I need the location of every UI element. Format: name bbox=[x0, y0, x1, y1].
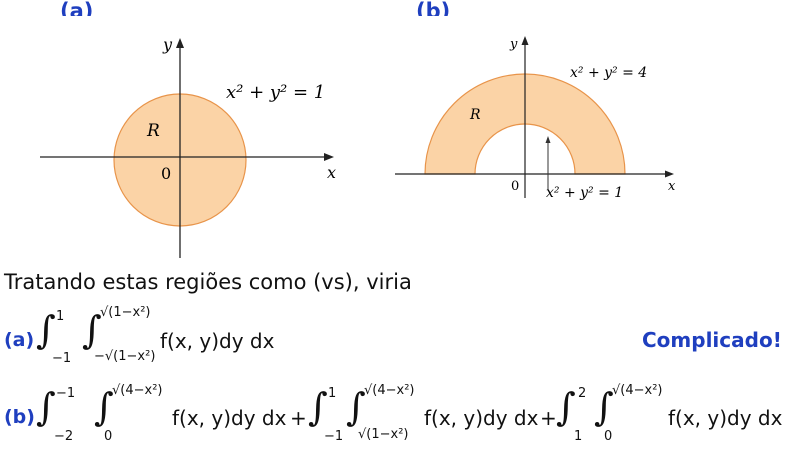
integrand: f(x, y)dy dx bbox=[424, 406, 539, 430]
inner-lower-limit: 0 bbox=[104, 429, 113, 444]
complicated-comment: Complicado! bbox=[642, 328, 782, 352]
outer-lower-limit: −1 bbox=[52, 351, 72, 366]
outer-upper-limit: 1 bbox=[56, 309, 65, 324]
inner-circle-equation: x² + y² = 1 bbox=[546, 185, 623, 201]
plus-sign: + bbox=[540, 406, 557, 430]
integral-sign: ∫ bbox=[346, 385, 366, 429]
origin-label: 0 bbox=[511, 179, 519, 194]
integral-sign: ∫ bbox=[82, 308, 102, 352]
circle-equation: x² + y² = 1 bbox=[226, 82, 325, 103]
panel-a-label: (a) bbox=[60, 0, 94, 16]
formula-a: (a) ∫ 1 −1 ∫ √(1−x²) −√(1−x²) f(x, y)dy … bbox=[0, 300, 805, 370]
panel-b-label: (b) bbox=[416, 0, 451, 16]
x-axis-label: x bbox=[668, 179, 676, 194]
inner-upper-limit: √(4−x²) bbox=[112, 383, 163, 398]
outer-lower-limit: −1 bbox=[324, 429, 344, 444]
outer-upper-limit: −1 bbox=[56, 386, 76, 401]
inner-upper-limit: √(1−x²) bbox=[100, 305, 151, 320]
y-axis-label: y bbox=[162, 35, 173, 54]
origin-label: 0 bbox=[161, 164, 171, 183]
x-axis-arrow bbox=[665, 170, 674, 178]
inner-upper-limit: √(4−x²) bbox=[612, 383, 663, 398]
diagram-a: y x 0 R x² + y² = 1 bbox=[40, 35, 336, 258]
y-axis-arrow bbox=[521, 36, 529, 45]
formula-b-label: (b) bbox=[4, 406, 35, 428]
outer-upper-limit: 1 bbox=[328, 386, 337, 401]
pointer-arrowhead bbox=[545, 136, 551, 143]
inner-upper-limit: √(4−x²) bbox=[364, 383, 415, 398]
integral-sign: ∫ bbox=[36, 385, 56, 429]
plus-sign: + bbox=[290, 406, 307, 430]
region-label: R bbox=[146, 121, 160, 141]
outer-circle-equation: x² + y² = 4 bbox=[570, 65, 647, 81]
integral-sign: ∫ bbox=[556, 385, 576, 429]
integral-sign: ∫ bbox=[308, 385, 328, 429]
y-axis-label: y bbox=[509, 37, 518, 52]
integral-sign: ∫ bbox=[36, 308, 56, 352]
outer-upper-limit: 2 bbox=[578, 386, 587, 401]
region-label: R bbox=[469, 107, 481, 123]
formula-a-label: (a) bbox=[4, 329, 35, 351]
outer-lower-limit: 1 bbox=[574, 429, 583, 444]
integrand: f(x, y)dy dx bbox=[668, 406, 783, 430]
explanation-text: Tratando estas regiões como (vs), viria bbox=[4, 270, 412, 294]
formula-b: (b) ∫ −1 −2 ∫ √(4−x²) 0 f(x, y)dy dx + ∫… bbox=[0, 378, 805, 450]
inner-lower-limit: 0 bbox=[604, 429, 613, 444]
inner-lower-limit: √(1−x²) bbox=[358, 427, 409, 442]
diagram-b: y x 0 R x² + y² = 4 x² + y² = 1 bbox=[395, 36, 676, 201]
inner-lower-limit: −√(1−x²) bbox=[94, 349, 156, 364]
x-axis-arrow bbox=[324, 153, 334, 161]
x-axis-label: x bbox=[327, 163, 336, 182]
integrand: f(x, y)dy dx bbox=[172, 406, 287, 430]
integrand: f(x, y)dy dx bbox=[160, 329, 275, 353]
outer-lower-limit: −2 bbox=[54, 429, 74, 444]
y-axis-arrow bbox=[176, 38, 184, 48]
integral-sign: ∫ bbox=[94, 385, 114, 429]
integral-sign: ∫ bbox=[594, 385, 614, 429]
